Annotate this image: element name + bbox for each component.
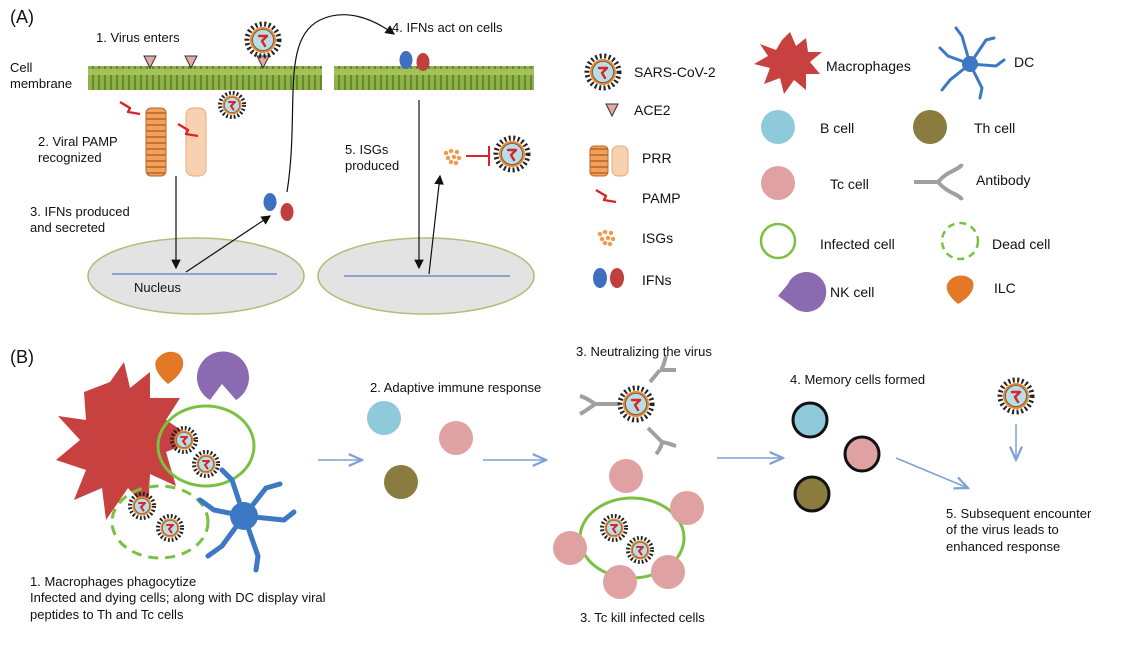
dead-cell-icon xyxy=(940,221,980,261)
memory-b-cell-icon xyxy=(791,401,829,439)
virus-icon xyxy=(620,388,652,420)
pamp-icon xyxy=(118,100,142,116)
ifn-icon xyxy=(399,51,413,69)
antibody-icon xyxy=(914,162,964,202)
b-step-3a-label: 3. Neutralizing the virus xyxy=(576,344,712,359)
legend-dead: Dead cell xyxy=(992,236,1051,252)
nk-cell-icon xyxy=(778,272,827,313)
panel-b-label: (B) xyxy=(10,347,34,367)
macrophage-icon xyxy=(56,362,196,520)
cell-membrane-label: Cell membrane xyxy=(10,60,73,92)
virus-icon xyxy=(128,492,156,520)
b-step-1-label: 1. Macrophages phagocytize Infected and … xyxy=(30,574,326,622)
b-step-2-label: 2. Adaptive immune response xyxy=(370,380,542,395)
legend-nk: NK cell xyxy=(830,284,875,300)
step-4-label: 4. IFNs act on cells xyxy=(392,20,503,35)
virus-icon xyxy=(496,138,528,170)
macrophage-icon xyxy=(754,32,822,94)
nk-cell-icon xyxy=(197,351,250,400)
step-1-label: 1. Virus enters xyxy=(96,30,180,45)
legend-sars: SARS-CoV-2 xyxy=(634,64,716,80)
ifn-icon xyxy=(263,193,277,211)
sars-cov-2-icon xyxy=(587,56,619,88)
isgs-icon xyxy=(443,148,462,166)
legend-tccell: Tc cell xyxy=(830,176,869,192)
panel-b xyxy=(56,351,1032,599)
legend-ilc: ILC xyxy=(994,280,1016,296)
tc-cell-icon xyxy=(603,565,637,599)
ifn-icon xyxy=(416,53,430,71)
dc-icon xyxy=(197,467,297,573)
tc-cell-icon xyxy=(609,459,643,493)
tc-cell-icon xyxy=(761,166,795,200)
virus-icon xyxy=(1000,380,1032,412)
ifn-icon xyxy=(280,203,294,221)
virus-icon xyxy=(247,24,279,56)
legend-bcell: B cell xyxy=(820,120,855,136)
legend-dc: DC xyxy=(1014,54,1035,70)
b-cell-icon xyxy=(761,110,795,144)
dc-icon xyxy=(938,26,1006,100)
prr-icon xyxy=(145,107,167,177)
cell-membrane-right xyxy=(334,66,534,90)
ace2-icon xyxy=(605,103,619,117)
tc-cell-icon xyxy=(439,421,473,455)
step-3-label: 3. IFNs produced and secreted xyxy=(30,204,130,236)
memory-th-cell-icon xyxy=(793,475,831,513)
isgs-icon xyxy=(597,229,616,247)
b-cell-icon xyxy=(367,401,401,435)
tc-cell-icon xyxy=(651,555,685,589)
legend xyxy=(587,26,1006,313)
panel-a xyxy=(87,14,535,315)
legend-macrophages: Macrophages xyxy=(826,58,911,74)
nucleus-label: Nucleus xyxy=(134,280,181,295)
legend-pamp: PAMP xyxy=(642,190,681,206)
virus-icon xyxy=(170,426,198,454)
ifn-icon xyxy=(593,268,607,288)
virus-icon xyxy=(626,536,654,564)
pamp-icon xyxy=(594,188,618,204)
prr-icon xyxy=(185,107,207,177)
virus-icon xyxy=(156,514,184,542)
th-cell-icon xyxy=(913,110,947,144)
th-cell-icon xyxy=(384,465,418,499)
prr-icon xyxy=(611,145,629,177)
legend-antibody: Antibody xyxy=(976,172,1031,188)
step-5-label: 5. ISGs produced xyxy=(345,142,400,174)
infected-cell-icon xyxy=(156,404,256,488)
b-step-5-label: 5. Subsequent encounter of the virus lea… xyxy=(946,506,1092,554)
legend-infected: Infected cell xyxy=(820,236,895,252)
step-2-label: 2. Viral PAMP recognized xyxy=(38,134,118,166)
ilc-icon xyxy=(946,275,974,304)
b-step-4-label: 4. Memory cells formed xyxy=(790,372,926,387)
legend-thcell: Th cell xyxy=(974,120,1016,136)
dead-cell-icon xyxy=(110,484,210,560)
memory-tc-cell-icon xyxy=(843,435,881,473)
antibodies-icon xyxy=(579,355,677,456)
b-step-3b-label: 3. Tc kill infected cells xyxy=(580,610,705,625)
tc-cell-icon xyxy=(670,491,704,525)
tc-cell-icon xyxy=(553,531,587,565)
legend-isgs: ISGs xyxy=(642,230,674,246)
nucleus-left xyxy=(87,237,305,315)
virus-icon xyxy=(600,514,628,542)
ilc-icon xyxy=(155,351,184,384)
legend-prr: PRR xyxy=(642,150,672,166)
virus-icon xyxy=(218,91,246,119)
prr-icon xyxy=(589,145,609,177)
panel-a-label: (A) xyxy=(10,7,34,27)
legend-ace2: ACE2 xyxy=(634,102,671,118)
virus-icon xyxy=(192,450,220,478)
legend-ifns: IFNs xyxy=(642,272,672,288)
cell-membrane-left xyxy=(88,66,322,90)
infected-cell-icon xyxy=(759,222,797,260)
ifn-icon xyxy=(610,268,624,288)
